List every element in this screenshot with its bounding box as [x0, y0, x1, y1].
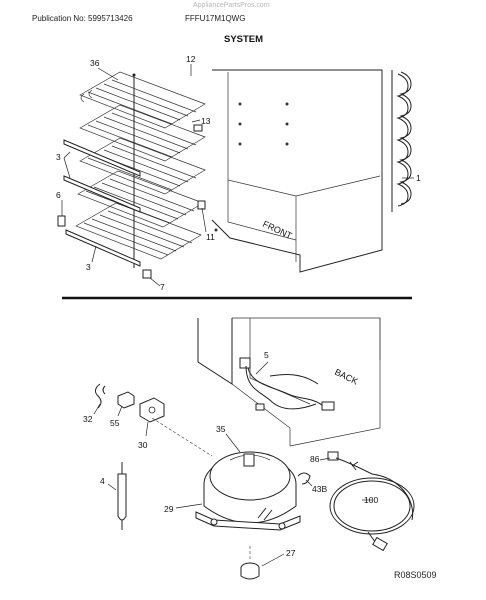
publication-number: Publication No: 5995713426	[32, 14, 133, 23]
callout-30: 30	[138, 440, 148, 450]
front-label: FRONT	[261, 219, 294, 241]
callout-13: 13	[201, 116, 211, 126]
model-number: FFFU17M1QWG	[185, 14, 246, 23]
power-cord-assembly	[297, 451, 415, 552]
callout-12: 12	[186, 54, 196, 64]
callout-35: 35	[216, 424, 226, 434]
callout-32: 32	[83, 414, 93, 424]
callout-29: 29	[164, 504, 174, 514]
callout-labels: 36 12 13 3 6 11 3 7 1 5 32 55 30 35 4 29…	[56, 54, 421, 558]
compressor	[195, 451, 301, 580]
evaporator-coil	[391, 70, 412, 212]
callout-43b: 43B	[312, 484, 327, 494]
leader-lines	[61, 64, 414, 567]
callout-7: 7	[160, 282, 165, 292]
drawing-code: R08S0509	[394, 570, 437, 580]
wiring-harness	[239, 357, 335, 411]
callout-11: 11	[206, 232, 215, 242]
wire-shelves	[57, 71, 206, 279]
callout-100: 100	[364, 495, 378, 505]
cabinet-liner	[211, 69, 383, 273]
callout-3-lower: 3	[86, 262, 91, 272]
relay-overload-parts	[94, 383, 165, 423]
assembly-path-line	[151, 417, 213, 457]
back-label: BACK	[333, 367, 359, 387]
callout-1: 1	[416, 173, 421, 183]
filter-drier	[117, 462, 127, 530]
callout-4: 4	[100, 476, 105, 486]
watermark-text: AppliancePartsPros.com	[193, 2, 270, 9]
callout-6: 6	[56, 190, 61, 200]
callout-5: 5	[264, 350, 269, 360]
callout-86: 86	[310, 454, 320, 464]
callout-27: 27	[286, 548, 296, 558]
diagram-title: SYSTEM	[224, 34, 264, 45]
callout-55: 55	[110, 418, 120, 428]
cabinet-back	[197, 317, 381, 447]
callout-3-upper: 3	[56, 152, 61, 162]
callout-36: 36	[90, 58, 100, 68]
